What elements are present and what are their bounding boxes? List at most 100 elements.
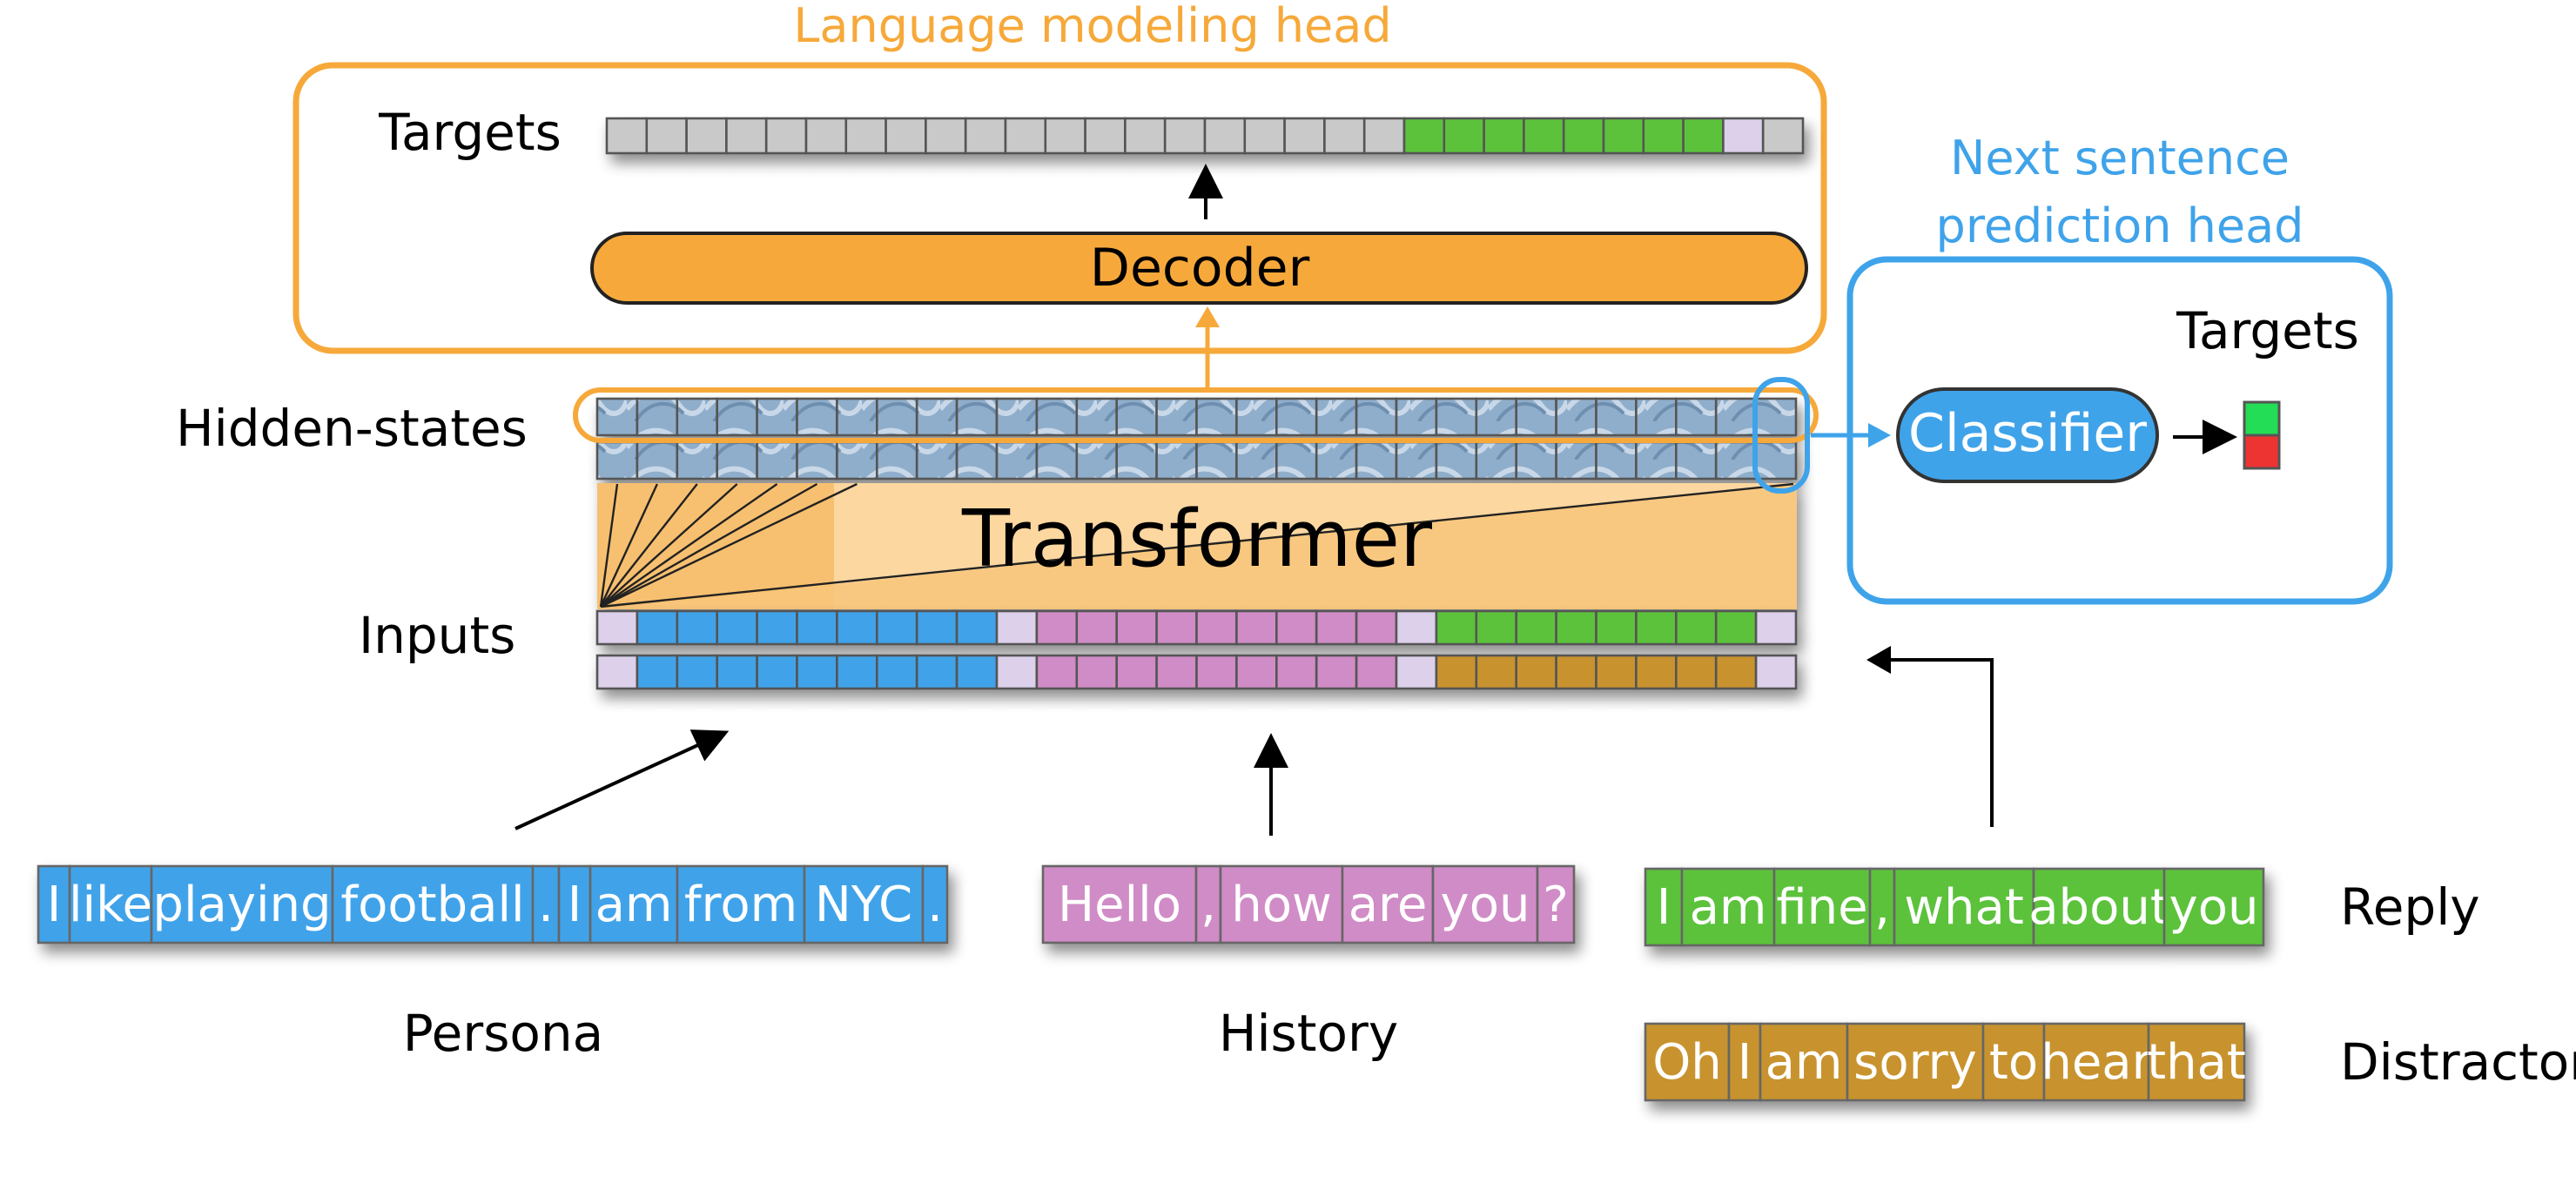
ns-head-title-line2: prediction head: [1936, 198, 2304, 253]
hidden-state-cell: [1435, 397, 1478, 437]
input-cell: [875, 654, 918, 690]
attention-line: [600, 483, 738, 608]
input-cell: [1675, 609, 1718, 646]
input-cell: [1555, 609, 1597, 646]
attention-line: [599, 483, 658, 608]
transformer-label: Transformer: [961, 494, 1432, 585]
decoder-label: Decoder: [1090, 238, 1310, 299]
input-cell: [1235, 609, 1278, 646]
hidden-state-cell: [1235, 440, 1278, 481]
hidden-state-cell: [915, 440, 958, 481]
ns-target-negative: [2243, 434, 2281, 470]
reply-token-box: [2032, 867, 2166, 947]
input-cell: [1195, 654, 1238, 690]
lm-target-cell: [1402, 117, 1446, 155]
distractor-token: I: [1738, 1034, 1752, 1091]
persona-token: I: [47, 877, 62, 933]
hidden-state-cell: [1155, 440, 1198, 481]
input-cell: [1595, 654, 1638, 690]
history-token-box: [1341, 864, 1435, 944]
classifier-label: Classifier: [1908, 403, 2147, 464]
lm-target-cell: [804, 117, 848, 155]
hidden-state-cell: [915, 397, 958, 437]
hidden-state-cell: [875, 440, 918, 481]
lm-target-cell: [1323, 117, 1366, 155]
hidden-state-cell: [995, 397, 1039, 437]
hidden-state-cell: [1595, 440, 1638, 481]
persona-token-box: [803, 864, 925, 944]
distractor-token: hear: [2041, 1034, 2152, 1091]
input-cell: [1155, 609, 1198, 646]
hidden-state-cell: [1714, 397, 1758, 437]
input-cell: [595, 609, 639, 646]
hidden-state-cell: [1675, 397, 1718, 437]
reply-arrow: [1882, 658, 1994, 827]
reply-token-box: [1772, 867, 1872, 947]
lm-target-cell: [964, 117, 1007, 155]
lm-target-cell: [1163, 117, 1207, 155]
hidden-states-label: Hidden-states: [176, 399, 528, 458]
input-cell: [915, 609, 958, 646]
history-token: Hello: [1058, 877, 1181, 933]
input-cell: [1195, 609, 1238, 646]
hidden-state-cell: [595, 397, 639, 437]
input-cell: [1235, 654, 1278, 690]
input-cell: [955, 609, 999, 646]
reply-token-box: [1680, 867, 1776, 947]
input-cell: [1714, 654, 1758, 690]
history-token: ,: [1201, 877, 1216, 933]
distractor-token-box: [1727, 1022, 1762, 1102]
lm-target-cell: [685, 117, 728, 155]
distractor-token-box: [1981, 1022, 2046, 1102]
lm-target-cell: [1642, 117, 1685, 155]
reply-token: I: [1657, 879, 1671, 936]
lm-target-cell: [844, 117, 887, 155]
hidden-state-cell: [1515, 440, 1557, 481]
classifier-box: [1896, 387, 2159, 483]
attention-line: [600, 483, 698, 608]
input-cell: [1714, 609, 1758, 646]
hidden-state-cell: [1275, 440, 1318, 481]
lm-target-cell: [1483, 117, 1525, 155]
persona-token-box: [921, 864, 949, 944]
attention-line: [600, 483, 778, 608]
lm-target-cell: [725, 117, 768, 155]
input-cell: [1035, 609, 1079, 646]
lm-target-cell: [1562, 117, 1605, 155]
lm-target-cell: [1443, 117, 1485, 155]
ns-head-title-line1: Next sentence: [1950, 131, 2290, 185]
lm-target-cell: [1203, 117, 1247, 155]
lm-target-cell: [1523, 117, 1565, 155]
lm-targets-row: [605, 117, 1805, 155]
history-token-box: [1536, 864, 1576, 944]
hidden-state-cell: [1315, 397, 1358, 437]
lm-target-cell: [1124, 117, 1167, 155]
hidden-state-cell: [1555, 440, 1597, 481]
hidden-state-cell: [1635, 397, 1678, 437]
lm-target-cell: [605, 117, 649, 155]
distractor-token: sorry: [1853, 1034, 1977, 1091]
persona-token: I: [568, 877, 582, 933]
input-cell: [1754, 609, 1798, 646]
input-cell: [995, 654, 1039, 690]
input-cell: [1435, 654, 1478, 690]
input-cell: [955, 654, 999, 690]
hidden-state-cell: [1754, 397, 1798, 437]
persona-token: am: [595, 877, 673, 933]
hidden-state-cell: [1155, 397, 1198, 437]
persona-token: playing: [152, 877, 331, 933]
distractor-token: that: [2147, 1034, 2246, 1091]
input-cell: [1595, 609, 1638, 646]
persona-token: like: [69, 877, 152, 933]
input-cell: [1075, 654, 1119, 690]
input-cell: [1515, 609, 1557, 646]
lm-target-cell: [884, 117, 927, 155]
hidden-state-cell: [756, 397, 798, 437]
input-cell: [915, 654, 958, 690]
lm-target-cell: [1722, 117, 1765, 155]
input-cell: [716, 609, 758, 646]
